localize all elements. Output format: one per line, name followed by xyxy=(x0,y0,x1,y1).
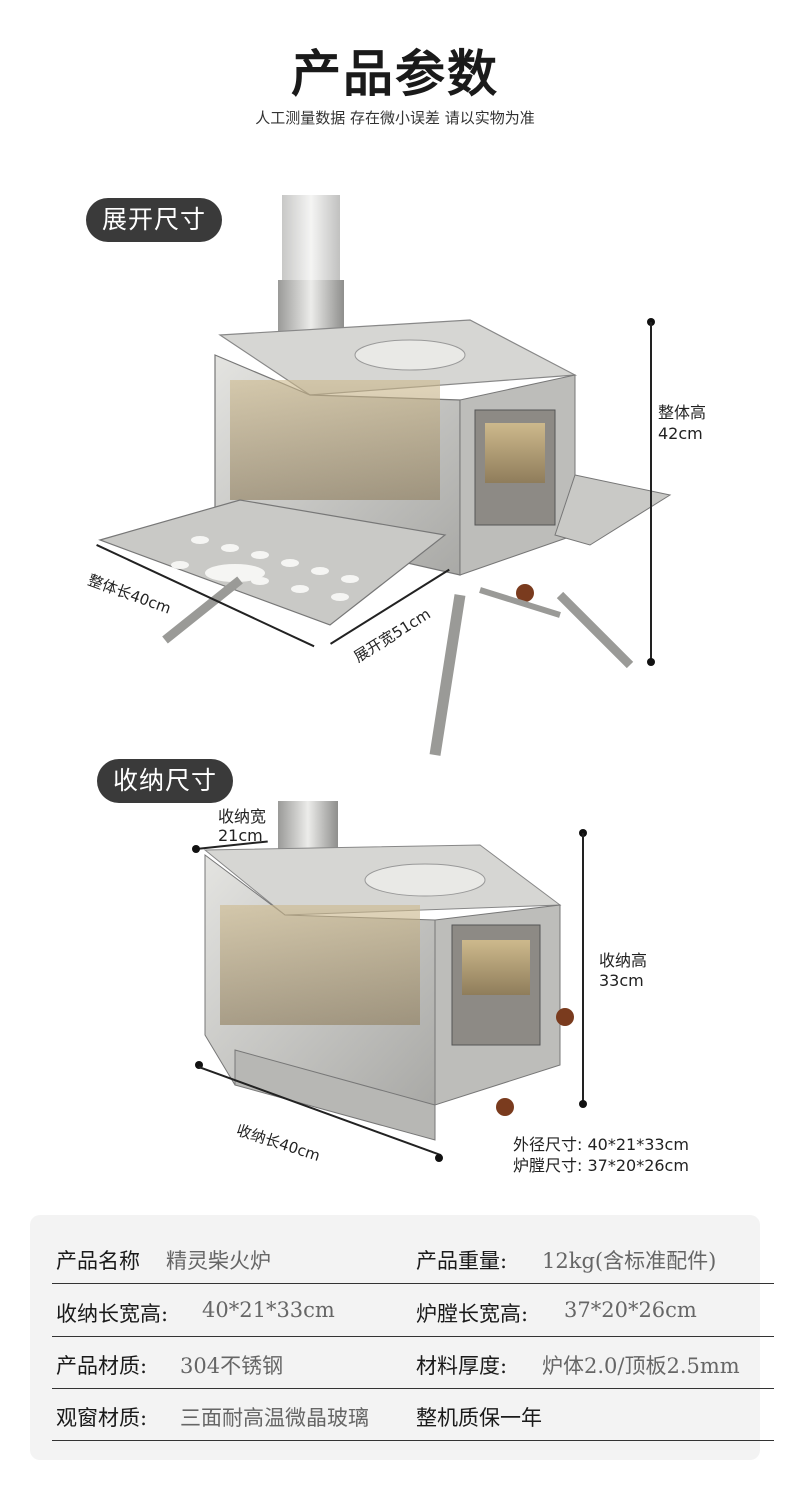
spec-row: 产品材质: 304不锈钢 材料厚度: 炉体2.0/顶板2.5mm xyxy=(52,1337,774,1389)
stowed-width-dim-dot xyxy=(192,845,200,853)
stove-expanded-image xyxy=(98,195,672,756)
spec-value: 三面耐高温微晶玻璃 xyxy=(180,1406,369,1430)
height-dim-line xyxy=(650,322,652,662)
spec-label: 产品材质: xyxy=(56,1354,148,1378)
spec-panel: 产品名称 精灵柴火炉 产品重量: 12kg(含标准配件) 收纳长宽高: 40*2… xyxy=(30,1215,774,1460)
spec-label: 收纳长宽高: xyxy=(56,1302,169,1326)
stowed-height-value: 33cm xyxy=(599,971,644,990)
stowed-width-value: 21cm xyxy=(218,826,263,845)
spec-label: 产品名称 xyxy=(56,1249,140,1273)
spec-value: 304不锈钢 xyxy=(180,1354,284,1378)
spec-label: 观窗材质: xyxy=(56,1406,148,1430)
spec-label: 炉膛长宽高: xyxy=(416,1302,529,1326)
chamber-size-label: 炉膛尺寸: 37*20*26cm xyxy=(513,1156,689,1175)
section-tag-stowed: 收纳尺寸 xyxy=(97,759,234,803)
spec-label: 整机质保一年 xyxy=(416,1406,542,1430)
stowed-width-label: 收纳宽 xyxy=(218,807,267,826)
stowed-height-dim-line xyxy=(582,833,584,1103)
outer-size-label: 外径尺寸: 40*21*33cm xyxy=(513,1135,689,1154)
spec-value: 12kg(含标准配件) xyxy=(542,1249,717,1273)
spec-value: 37*20*26cm xyxy=(564,1298,697,1322)
spec-row: 产品名称 精灵柴火炉 产品重量: 12kg(含标准配件) xyxy=(52,1232,774,1284)
stowed-length-dim-dot-left xyxy=(195,1061,203,1069)
stowed-height-dim-dot-bottom xyxy=(579,1100,587,1108)
spec-value: 精灵柴火炉 xyxy=(166,1249,271,1273)
stowed-length-dim-dot-right xyxy=(435,1154,443,1162)
spec-value: 40*21*33cm xyxy=(202,1298,335,1322)
expanded-height-label: 整体高 xyxy=(658,403,707,422)
stowed-height-label: 收纳高 xyxy=(599,951,648,970)
section-tag-expanded: 展开尺寸 xyxy=(86,198,223,242)
page-subtitle: 人工测量数据 存在微小误差 请以实物为准 xyxy=(255,109,535,127)
spec-label: 材料厚度: xyxy=(416,1354,508,1378)
spec-value: 炉体2.0/顶板2.5mm xyxy=(542,1354,740,1378)
expanded-height-value: 42cm xyxy=(658,424,703,443)
spec-label: 产品重量: xyxy=(416,1249,508,1273)
page-title: 产品参数 xyxy=(291,44,499,103)
height-dim-dot-bottom xyxy=(647,658,655,666)
stove-stowed-image xyxy=(203,801,574,1141)
spec-row: 观窗材质: 三面耐高温微晶玻璃 整机质保一年 xyxy=(52,1389,774,1441)
spec-row: 收纳长宽高: 40*21*33cm 炉膛长宽高: 37*20*26cm xyxy=(52,1285,774,1337)
